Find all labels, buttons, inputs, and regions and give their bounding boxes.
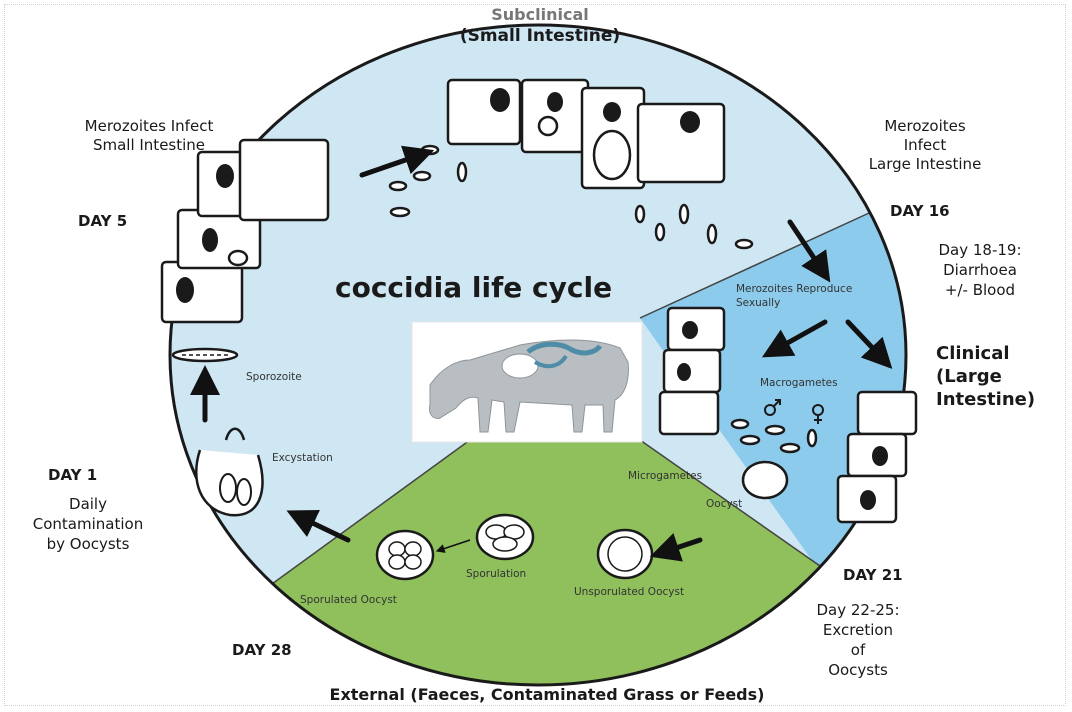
day22-line1: Day 22-25: [796,602,920,619]
day22-line4: Oocysts [796,662,920,679]
cow-illustration [412,322,642,442]
merozoites-large-line2: Infect [820,137,1030,154]
day22-line2: Excretion [796,622,920,639]
day21-label: DAY 21 [843,567,903,584]
day18-line2: Diarrhoea [918,262,1042,279]
clinical-line3: Intestine) [936,390,1035,411]
macrogametes-label: Macrogametes [760,377,838,389]
daily-line1: Daily [0,496,176,513]
microgametes-label: Microgametes [628,470,702,482]
day18-line3: +/- Blood [918,282,1042,299]
day28-label: DAY 28 [232,642,292,659]
day1-label: DAY 1 [48,467,97,484]
small-intestine-label: (Small Intestine) [420,27,660,47]
unsporulated-oocyst-label: Unsporulated Oocyst [574,586,684,598]
day18-line1: Day 18-19: [918,242,1042,259]
oocyst-label: Oocyst [706,498,742,510]
sporozoite-figure [173,349,237,361]
day16-label: DAY 16 [890,203,950,220]
merozoites-small-line2: Small Intestine [44,137,254,154]
merozoites-small-line1: Merozoites Infect [44,118,254,135]
external-label: External (Faeces, Contaminated Grass or … [212,686,882,704]
clinical-line1: Clinical [936,344,1010,365]
daily-line2: Contamination [0,516,176,533]
merozoites-reproduce-line1: Merozoites Reproduce [736,283,852,295]
subclinical-label: Subclinical [440,6,640,24]
merozoites-large-line1: Merozoites [820,118,1030,135]
merozoites-large-line3: Large Intestine [820,156,1030,173]
sporulation-label: Sporulation [466,568,526,580]
merozoites-reproduce-line2: Sexually [736,297,780,309]
diagram-title: coccidia life cycle [335,272,612,304]
day5-label: DAY 5 [78,213,127,230]
sporulated-oocyst-figure [377,531,433,579]
daily-line3: by Oocysts [0,536,176,553]
sporulated-oocyst-label: Sporulated Oocyst [300,594,397,606]
sporozoite-label: Sporozoite [246,371,302,383]
excystation-label: Excystation [272,452,333,464]
clinical-line2: (Large [936,367,1002,388]
day22-line3: of [796,642,920,659]
